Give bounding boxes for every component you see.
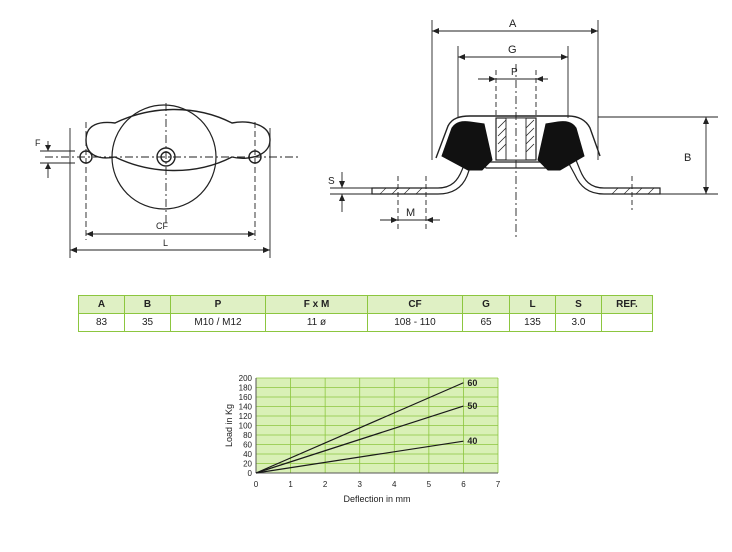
series-line-50 (255, 405, 464, 474)
top-cap (435, 115, 601, 159)
chart-series: 60 50 40 (255, 378, 477, 474)
y-tick-label: 100 (239, 422, 253, 431)
series-label-50: 50 (467, 401, 477, 411)
series-line-40 (255, 440, 464, 474)
series-line-60 (255, 382, 464, 474)
y-tick-label: 20 (243, 460, 252, 469)
label-G: G (508, 44, 517, 56)
y-tick-label: 200 (239, 374, 253, 383)
label-B: B (684, 152, 691, 164)
label-F: F (35, 138, 41, 148)
cell-fxm: 11 ø (265, 313, 368, 332)
header-s: S (555, 295, 602, 314)
cell-l: 135 (509, 313, 556, 332)
side-view-arrows (339, 28, 709, 223)
base-plate (371, 149, 661, 195)
label-CF: CF (156, 221, 168, 231)
label-A: A (509, 18, 517, 30)
top-view-dimensions (40, 103, 298, 258)
series-label-60: 60 (467, 378, 477, 388)
technical-drawing: F CF L (35, 18, 718, 258)
x-axis-label: Deflection in mm (343, 494, 410, 504)
header-p: P (170, 295, 266, 314)
table-row: 83 35 M10 / M12 11 ø 108 - 110 65 135 3.… (78, 313, 653, 332)
header-a: A (78, 295, 125, 314)
x-tick-label: 5 (427, 480, 432, 489)
cell-p: M10 / M12 (170, 313, 266, 332)
x-tick-label: 7 (496, 480, 501, 489)
x-tick-label: 1 (288, 480, 293, 489)
header-fxm: F x M (265, 295, 368, 314)
header-b: B (124, 295, 171, 314)
table-header-row: A B P F x M CF G L S REF. (78, 295, 653, 314)
chart-axes (255, 378, 498, 474)
cell-s: 3.0 (555, 313, 602, 332)
y-tick-label: 40 (243, 450, 252, 459)
top-view-arrows (45, 145, 270, 253)
label-P: P (511, 67, 518, 78)
y-tick-label: 80 (243, 431, 252, 440)
label-L: L (163, 238, 168, 248)
x-tick-label: 0 (254, 480, 259, 489)
y-tick-label: 0 (248, 469, 253, 478)
label-S: S (328, 176, 335, 187)
cell-ref (601, 313, 653, 332)
x-tick-label: 4 (392, 480, 397, 489)
y-tick-label: 120 (239, 412, 253, 421)
y-tick-label: 60 (243, 441, 252, 450)
series-label-40: 40 (467, 436, 477, 446)
cell-g: 65 (462, 313, 510, 332)
y-tick-label: 140 (239, 403, 253, 412)
cell-a: 83 (78, 313, 125, 332)
x-tick-label: 2 (323, 480, 328, 489)
cell-cf: 108 - 110 (367, 313, 463, 332)
side-view-dimensions (330, 20, 718, 240)
label-M: M (406, 207, 415, 219)
header-g: G (462, 295, 510, 314)
spec-table: A B P F x M CF G L S REF. 83 35 M10 / M1… (78, 295, 653, 332)
x-tick-label: 3 (357, 480, 362, 489)
left-rubber (441, 121, 493, 171)
y-tick-label: 180 (239, 384, 253, 393)
x-tick-labels: 0 1 2 3 4 5 6 7 (254, 480, 501, 489)
x-tick-label: 6 (461, 480, 466, 489)
side-view-drawing (371, 115, 661, 195)
y-axis-label: Load in Kg (224, 404, 234, 447)
right-rubber (537, 121, 585, 171)
y-tick-label: 160 (239, 393, 253, 402)
